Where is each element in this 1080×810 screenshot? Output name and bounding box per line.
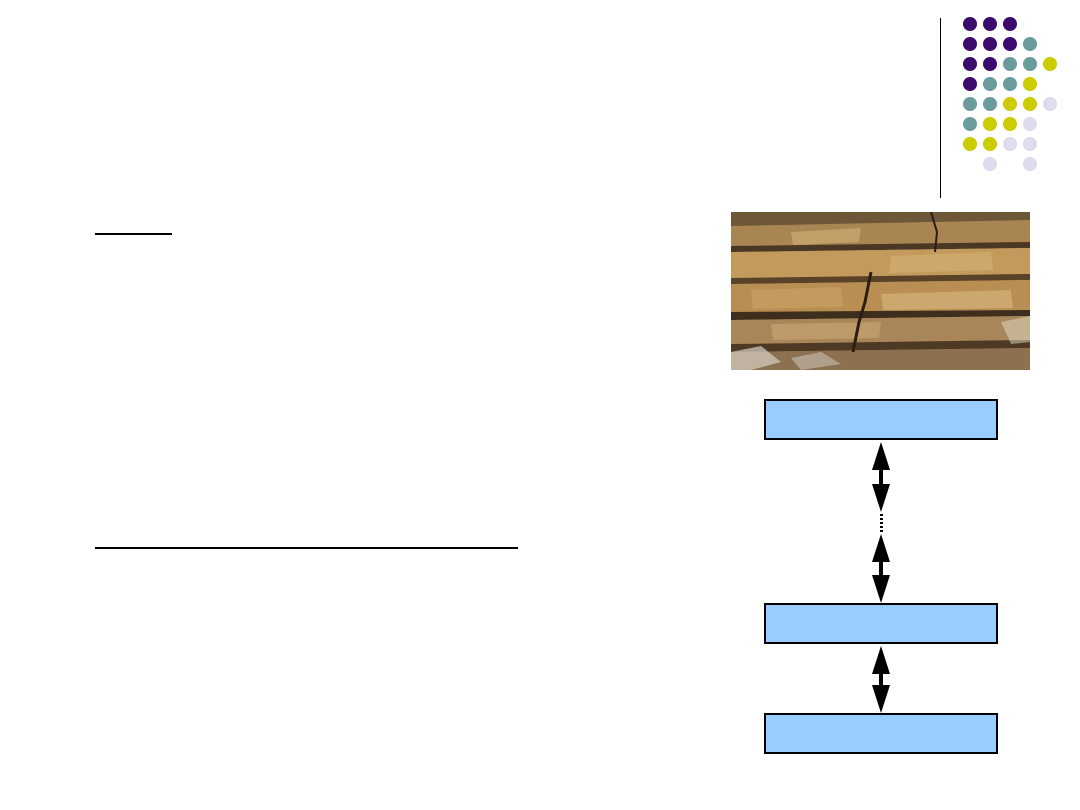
double-headed-arrow [872, 442, 890, 512]
double-headed-arrow [872, 534, 890, 603]
double-headed-arrow [872, 646, 890, 713]
dotted-connector [880, 514, 883, 532]
